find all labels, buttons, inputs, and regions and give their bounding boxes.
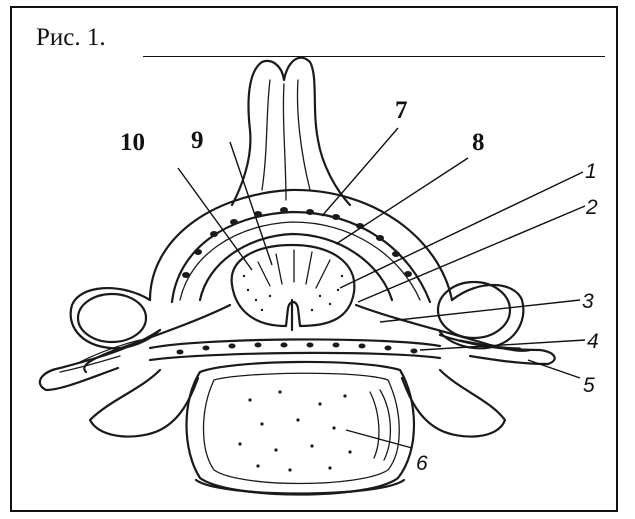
- pedicles: [90, 370, 505, 437]
- vertebral-body: [187, 362, 415, 495]
- label-8: 8: [472, 129, 485, 156]
- label-6: 6: [416, 452, 428, 475]
- right-transverse-process: [438, 282, 555, 364]
- spinal-cord: [232, 245, 355, 330]
- left-transverse-process: [40, 288, 160, 390]
- label-10: 10: [120, 129, 145, 156]
- label-4: 4: [587, 330, 599, 353]
- label-7: 7: [395, 97, 408, 124]
- posterior-longitudinal-ligament: [150, 339, 440, 360]
- label-5: 5: [583, 374, 595, 397]
- label-9: 9: [191, 127, 204, 154]
- label-1: 1: [585, 160, 597, 183]
- label-leader-lines: [178, 128, 585, 448]
- label-3: 3: [582, 290, 594, 313]
- spinous-process: [232, 58, 350, 205]
- label-2: 2: [585, 196, 598, 219]
